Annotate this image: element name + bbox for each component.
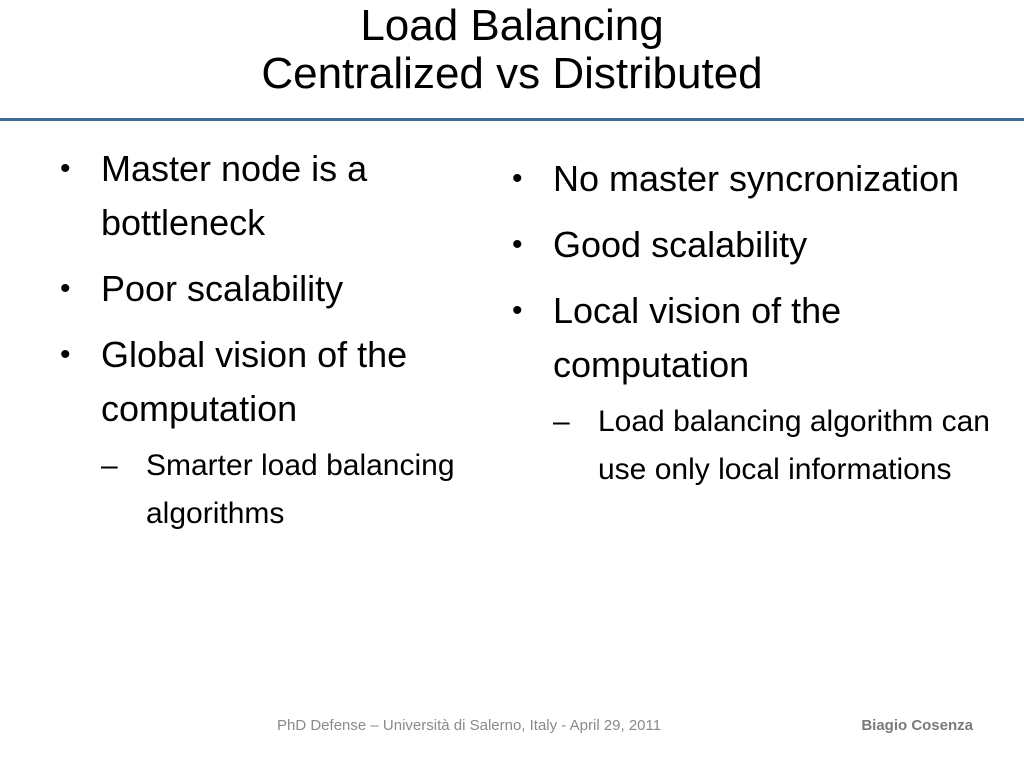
- bullet-text: Local vision of the computation: [553, 290, 842, 385]
- sub-bullet-list: – Load balancing algorithm can use only …: [553, 398, 992, 494]
- right-column: • No master syncronization • Good scalab…: [512, 152, 992, 506]
- list-item: • Poor scalability: [60, 262, 480, 316]
- left-bullet-list: • Master node is a bottleneck • Poor sca…: [60, 142, 480, 538]
- footer-author: Biagio Cosenza: [861, 717, 973, 734]
- title-line-2: Centralized vs Distributed: [261, 49, 763, 98]
- bullet-icon: •: [512, 162, 523, 195]
- dash-icon: –: [101, 449, 118, 482]
- sub-bullet-text: Load balancing algorithm can use only lo…: [598, 405, 990, 486]
- left-column: • Master node is a bottleneck • Poor sca…: [60, 142, 480, 550]
- list-item: • No master syncronization: [512, 152, 992, 206]
- bullet-text: Poor scalability: [101, 268, 344, 309]
- sub-bullet-list: – Smarter load balancing algorithms: [101, 442, 480, 538]
- bullet-text: No master syncronization: [553, 158, 960, 199]
- sub-list-item: – Smarter load balancing algorithms: [101, 442, 480, 538]
- bullet-text: Master node is a bottleneck: [101, 148, 368, 243]
- title-divider: [0, 118, 1024, 121]
- right-bullet-list: • No master syncronization • Good scalab…: [512, 152, 992, 494]
- title-line-1: Load Balancing: [360, 1, 664, 50]
- list-item: • Good scalability: [512, 218, 992, 272]
- sub-list-item: – Load balancing algorithm can use only …: [553, 398, 992, 494]
- bullet-icon: •: [512, 228, 523, 261]
- bullet-icon: •: [60, 338, 71, 371]
- bullet-icon: •: [512, 294, 523, 327]
- sub-bullet-text: Smarter load balancing algorithms: [146, 449, 455, 530]
- bullet-icon: •: [60, 272, 71, 305]
- bullet-icon: •: [60, 152, 71, 185]
- dash-icon: –: [553, 405, 570, 438]
- list-item: • Master node is a bottleneck: [60, 142, 480, 250]
- list-item: • Local vision of the computation – Load…: [512, 284, 992, 494]
- footer-event: PhD Defense – Università di Salerno, Ita…: [277, 717, 662, 734]
- slide-title: Load Balancing Centralized vs Distribute…: [0, 0, 1024, 98]
- bullet-text: Global vision of the computation: [101, 334, 408, 429]
- bullet-text: Good scalability: [553, 224, 808, 265]
- list-item: • Global vision of the computation – Sma…: [60, 328, 480, 538]
